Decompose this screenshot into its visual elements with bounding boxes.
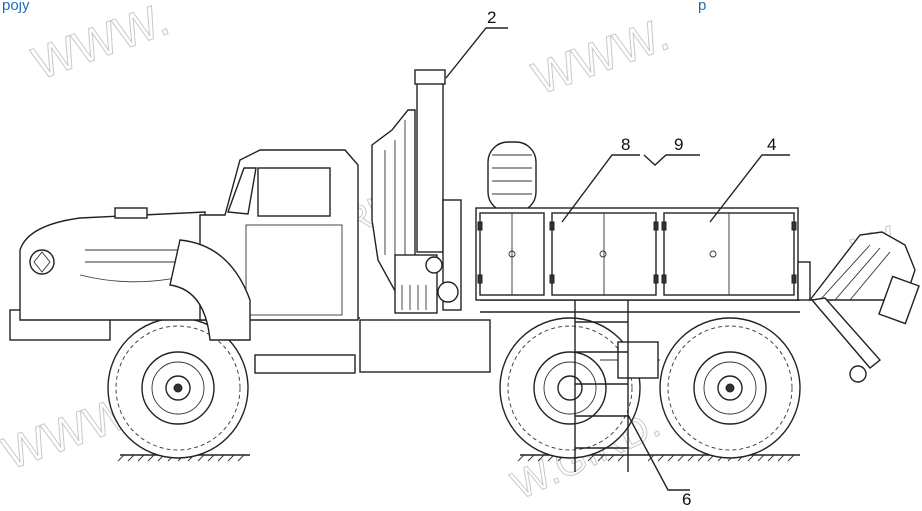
front-wheel	[107, 317, 249, 459]
leader-lines	[445, 27, 790, 491]
callout-8: 8	[621, 135, 630, 154]
crane	[371, 69, 462, 314]
header-fragment-left: pojy	[2, 0, 30, 14]
equipment-body	[475, 207, 799, 301]
watermark-1: WWW.	[26, 0, 176, 89]
spare-tire	[487, 141, 537, 213]
callout-4: 4	[767, 135, 776, 154]
ladder	[574, 300, 629, 472]
callout-labels: 2 8 9 4 6	[487, 8, 776, 509]
callout-9: 9	[674, 135, 683, 154]
rear-winch	[797, 231, 920, 383]
chassis	[9, 299, 800, 379]
callout-2: 2	[487, 8, 496, 27]
header-fragment-right: p	[698, 0, 706, 14]
cab	[19, 149, 359, 341]
rear-wheel-2	[659, 317, 801, 459]
rear-wheel-1	[499, 317, 641, 459]
watermark-2: WWW.	[526, 7, 676, 104]
ground	[117, 454, 800, 462]
callout-6: 6	[682, 490, 691, 509]
